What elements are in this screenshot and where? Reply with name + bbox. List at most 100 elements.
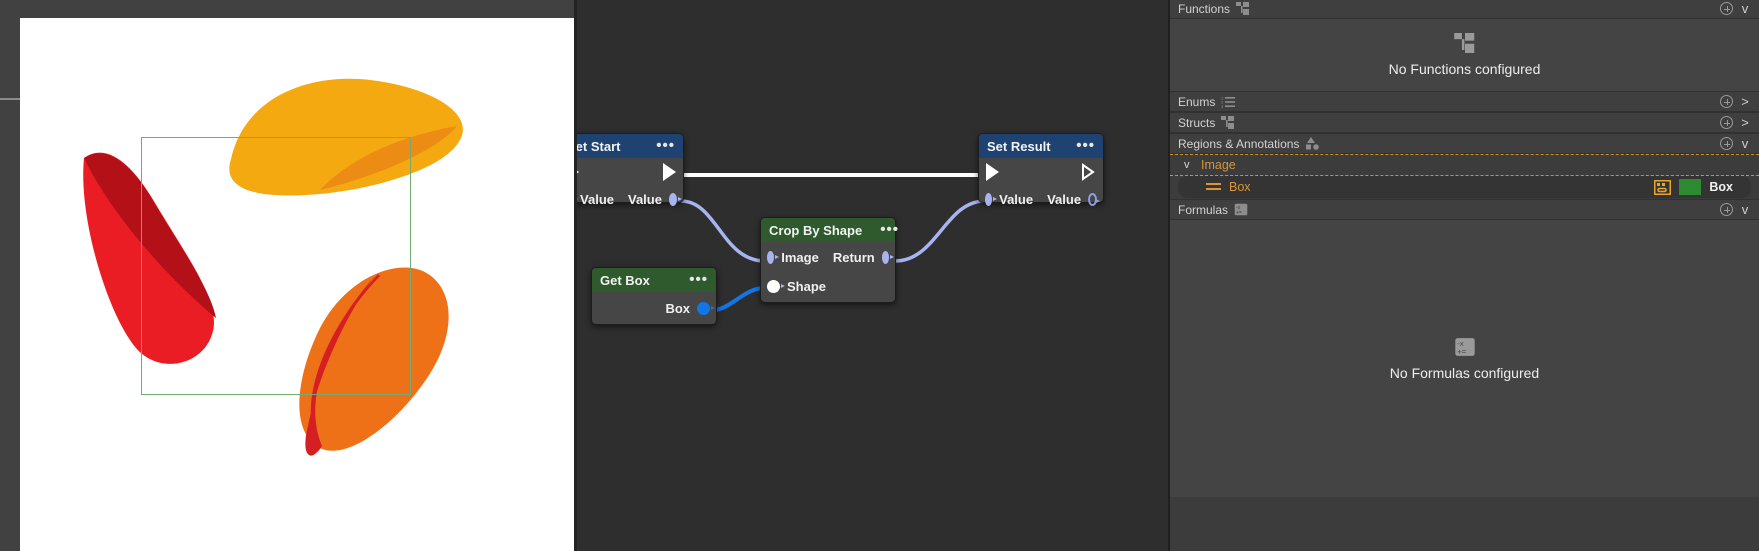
node-crop-by-shape-menu-icon[interactable]: ••• — [880, 221, 899, 238]
chevron-down-icon[interactable]: v — [1741, 1, 1749, 16]
chevron-down-icon[interactable]: v — [1741, 136, 1749, 151]
section-label-regions: Regions & Annotations — [1178, 136, 1300, 151]
input-label-value: Value — [999, 191, 1034, 207]
add-struct-button[interactable] — [1720, 116, 1733, 129]
struct-icon — [1453, 33, 1474, 53]
chevron-right-icon[interactable]: > — [1741, 94, 1749, 109]
section-header-regions[interactable]: Regions & Annotations v — [1170, 133, 1759, 154]
node-get-box-menu-icon[interactable]: ••• — [689, 271, 708, 288]
node-crop-by-shape-header[interactable]: Crop By Shape ••• — [761, 218, 898, 242]
shapes-icon — [1306, 137, 1320, 150]
chevron-right-icon[interactable]: > — [1741, 115, 1749, 130]
input-label-shape: Shape — [787, 279, 827, 294]
rail-divider — [0, 98, 20, 100]
crop-region-rectangle[interactable] — [141, 137, 411, 395]
input-pin-value[interactable] — [985, 192, 998, 206]
struct-icon — [1221, 116, 1235, 129]
formulas-empty-text: No Formulas configured — [1389, 364, 1540, 381]
struct-icon — [1236, 2, 1250, 15]
region-row-image[interactable]: v Image — [1170, 154, 1759, 176]
svg-text:+=: += — [1236, 210, 1242, 216]
node-set-result-menu-icon[interactable]: ••• — [1076, 137, 1095, 154]
node-set-start-menu-icon[interactable]: ••• — [656, 137, 675, 154]
shape-orange-petal — [299, 267, 449, 451]
region-handle-icon — [1206, 182, 1221, 192]
node-set-start-header[interactable]: Set Start ••• — [577, 134, 683, 158]
node-crop-by-shape-body: Image Return Shape — [761, 242, 895, 300]
output-label-return: Return — [832, 250, 875, 265]
input-label-image: Image — [781, 250, 819, 265]
artwork-svg — [83, 78, 463, 456]
output-pin-box[interactable] — [697, 301, 715, 315]
node-graph-canvas[interactable]: Set Start ••• Value Value — [577, 0, 1168, 551]
region-value-label: Box — [1709, 180, 1733, 194]
section-label-enums: Enums — [1178, 94, 1216, 109]
node-set-result-body: Value Value — [979, 158, 1103, 212]
output-pin-value[interactable] — [1088, 192, 1100, 206]
viewer-graph-divider — [574, 0, 577, 551]
input-pin-shape[interactable] — [767, 280, 785, 293]
input-label-value: Value — [580, 191, 614, 207]
exec-in-pin[interactable] — [577, 163, 579, 181]
viewer-left-rail — [0, 0, 20, 551]
svg-text:+=: += — [1457, 346, 1466, 355]
svg-text:2: 2 — [1221, 99, 1224, 104]
svg-text:3: 3 — [1221, 103, 1224, 107]
section-header-formulas[interactable]: Formulas -x += v — [1170, 199, 1759, 220]
exec-in-pin[interactable] — [986, 163, 999, 181]
node-get-box-title: Get Box — [600, 272, 650, 288]
input-pin-image[interactable] — [767, 251, 780, 264]
output-label-value: Value — [628, 191, 662, 207]
add-formula-button[interactable] — [1720, 203, 1733, 216]
exec-out-pin[interactable] — [663, 163, 676, 181]
shape-orange-petal-shadow-2 — [307, 274, 380, 454]
chevron-down-icon[interactable]: v — [1741, 202, 1749, 217]
node-get-box-header[interactable]: Get Box ••• — [592, 268, 716, 292]
node-set-start-body: Value Value — [577, 158, 683, 212]
output-pin-return[interactable] — [881, 251, 895, 264]
add-function-button[interactable] — [1720, 2, 1733, 15]
output-label-value: Value — [1047, 191, 1082, 207]
shape-yellow-petal-shadow — [320, 126, 457, 190]
add-region-button[interactable] — [1720, 137, 1733, 150]
calculator-icon: -x += — [1234, 203, 1248, 216]
node-crop-by-shape[interactable]: Crop By Shape ••• Image Return — [760, 217, 898, 303]
properties-panel: Functions v No Functions configured Enum… — [1170, 0, 1759, 551]
region-icon — [1654, 179, 1672, 195]
exec-out-pin[interactable] — [1081, 163, 1096, 181]
image-viewer-pane — [0, 0, 574, 551]
functions-empty-state: No Functions configured — [1170, 19, 1759, 91]
image-canvas[interactable] — [20, 18, 574, 551]
node-set-start[interactable]: Set Start ••• Value Value — [577, 133, 684, 207]
shape-red-petal-shadow — [84, 153, 216, 318]
list-icon: 12 3 — [1221, 96, 1236, 108]
output-pin-value[interactable] — [668, 192, 683, 206]
add-enum-button[interactable] — [1720, 95, 1733, 108]
region-child-box[interactable]: Box Box — [1178, 176, 1751, 198]
caret-down-icon[interactable]: v — [1184, 159, 1190, 171]
node-set-result-title: Set Result — [987, 138, 1051, 154]
svg-text:1: 1 — [1221, 96, 1224, 100]
node-get-box-body: Box — [592, 292, 716, 324]
section-header-functions[interactable]: Functions v — [1170, 0, 1759, 19]
region-color-swatch[interactable] — [1679, 179, 1702, 195]
svg-text:-x: -x — [1457, 339, 1464, 348]
functions-empty-text: No Functions configured — [1388, 61, 1541, 77]
section-label-functions: Functions — [1178, 1, 1231, 16]
svg-text:-x: -x — [1236, 205, 1241, 211]
node-set-result[interactable]: Set Result ••• Value Value — [978, 133, 1104, 207]
section-header-structs[interactable]: Structs > — [1170, 112, 1759, 133]
node-set-start-title: Set Start — [577, 138, 621, 154]
region-label-image: Image — [1201, 158, 1236, 172]
formulas-empty-state: -x += No Formulas configured — [1170, 220, 1759, 497]
node-get-box[interactable]: Get Box ••• Box — [591, 267, 717, 325]
node-set-result-header[interactable]: Set Result ••• — [979, 134, 1103, 158]
node-crop-by-shape-title: Crop By Shape — [769, 222, 863, 238]
output-label-box: Box — [665, 300, 690, 316]
section-label-structs: Structs — [1178, 115, 1216, 130]
region-child-label: Box — [1229, 180, 1251, 194]
graph-panel-divider — [1168, 0, 1170, 551]
section-label-formulas: Formulas — [1178, 202, 1229, 217]
